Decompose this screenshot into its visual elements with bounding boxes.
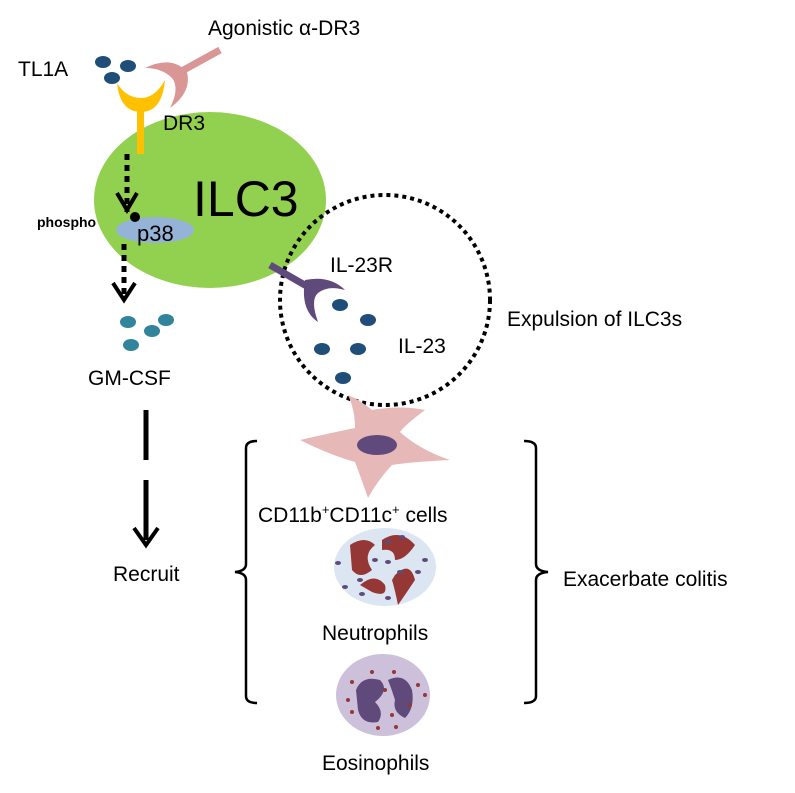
neutrophils-label: Neutrophils xyxy=(322,622,428,645)
dr3-receptor xyxy=(117,80,165,154)
eosinophil-cell xyxy=(336,654,430,736)
cd11-label: CD11b+CD11c+ cells xyxy=(258,502,448,527)
tl1a-ligands xyxy=(95,56,136,84)
il23r-label: IL-23R xyxy=(330,254,393,277)
recruit-label: Recruit xyxy=(113,563,180,586)
ilc3-label: ILC3 xyxy=(193,171,299,227)
il23-label: IL-23 xyxy=(398,335,446,358)
phospho-label: phospho xyxy=(37,214,96,230)
phosphate-dot xyxy=(130,212,140,222)
tl1a-label: TL1A xyxy=(18,58,68,81)
p38-molecule xyxy=(116,217,194,243)
expulsion-circle xyxy=(278,193,492,407)
expulsion-label: Expulsion of ILC3s xyxy=(507,308,682,331)
agonist-label: Agonistic α-DR3 xyxy=(208,17,360,40)
gmcsf-molecules xyxy=(120,314,174,351)
recruit-arrow xyxy=(132,410,160,549)
p38-label: p38 xyxy=(137,221,174,246)
gmcsf-label: GM-CSF xyxy=(88,367,171,390)
il23-molecules xyxy=(314,299,376,384)
left-bracket xyxy=(234,439,258,705)
il23r-receptor xyxy=(268,261,345,322)
ilc3-cell xyxy=(94,112,326,288)
right-bracket xyxy=(523,439,549,705)
agonistic-antibody xyxy=(145,46,222,108)
signal-arrow-2 xyxy=(111,244,137,304)
cd11-cell-nucleus xyxy=(357,435,397,455)
dr3-label: DR3 xyxy=(163,112,205,135)
eosinophils-label: Eosinophils xyxy=(322,752,429,775)
exacerbate-label: Exacerbate colitis xyxy=(563,568,728,591)
neutrophil-cell xyxy=(334,528,436,606)
signal-arrow-1 xyxy=(115,154,139,214)
